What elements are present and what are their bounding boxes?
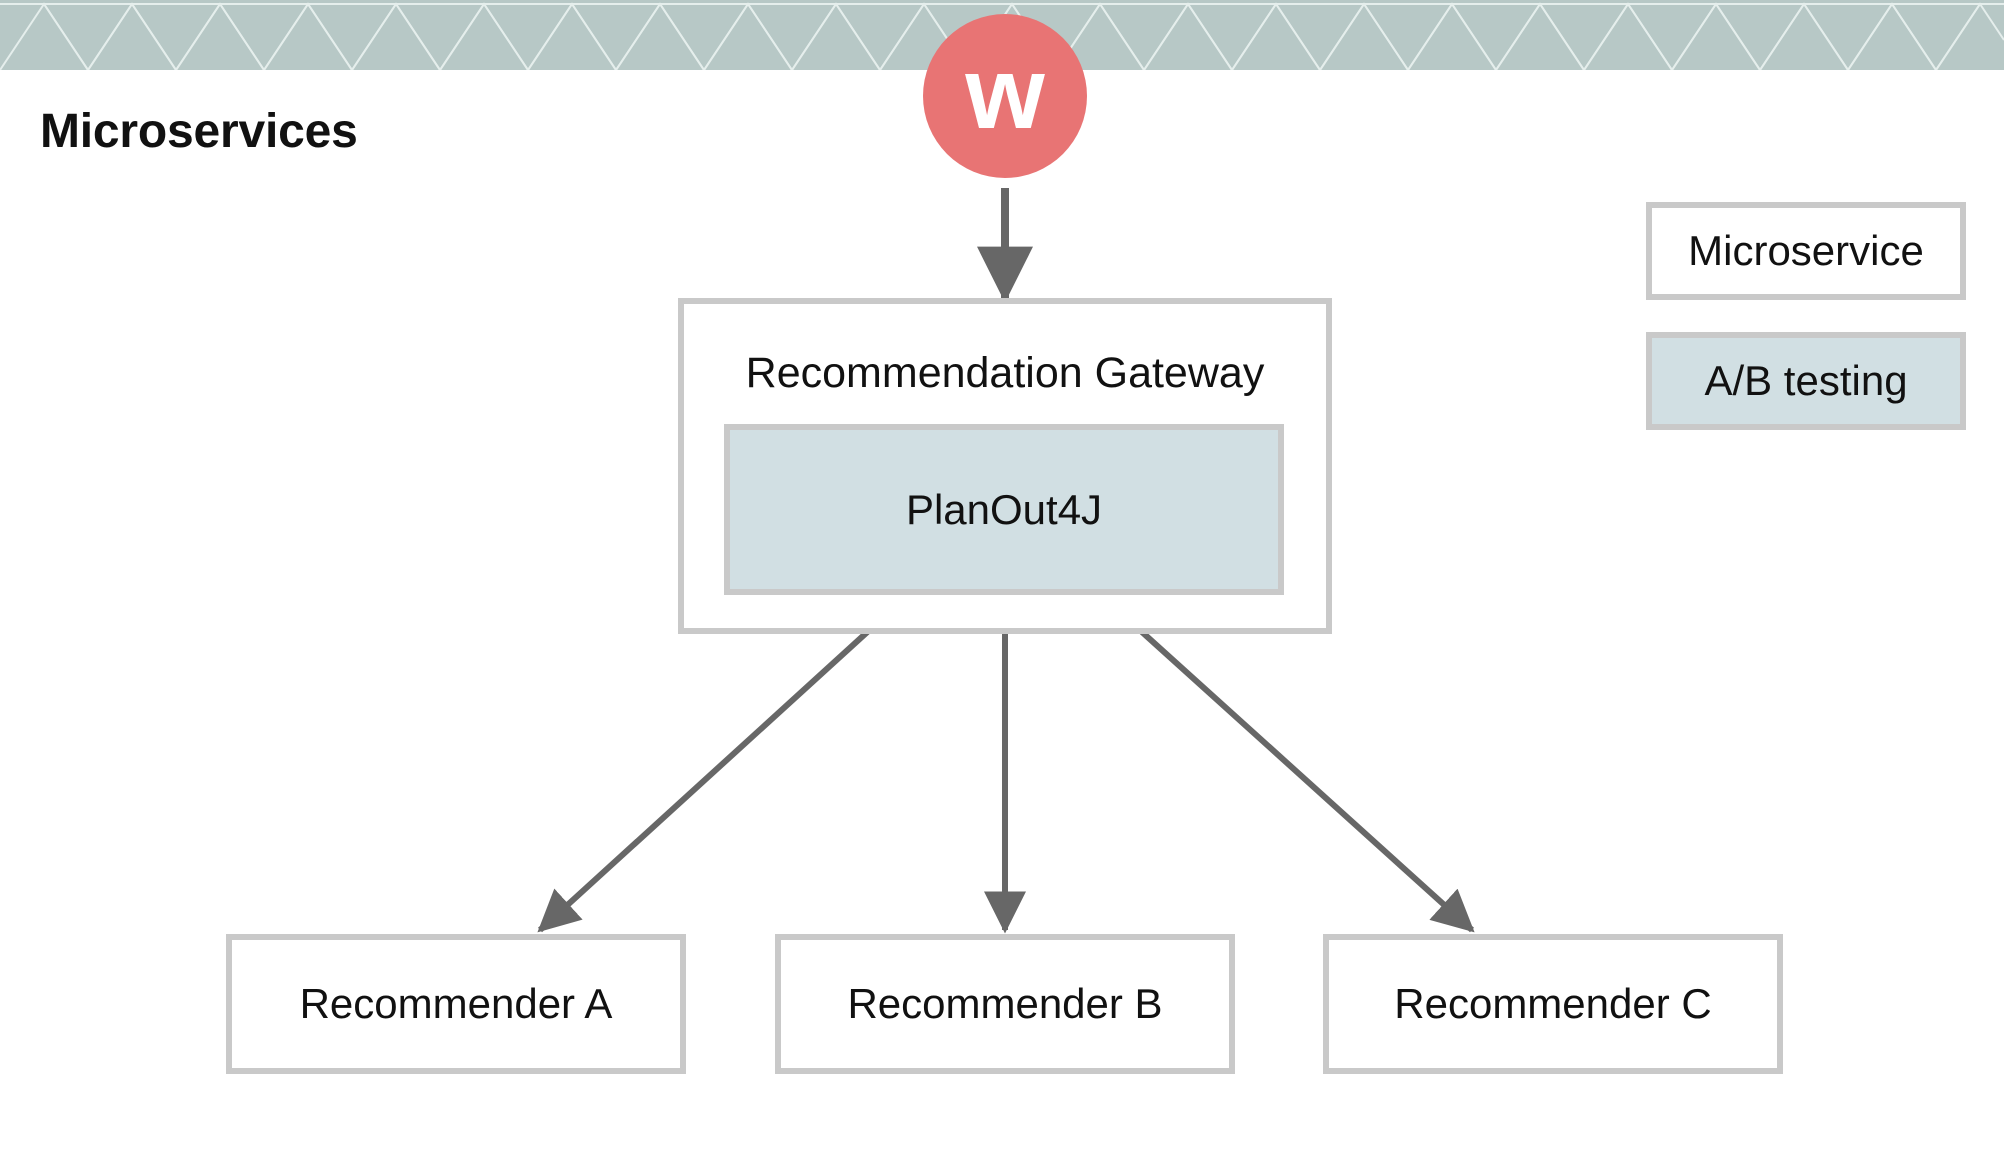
recommender-a-box: Recommender A xyxy=(226,934,686,1074)
legend-microservice-box: Microservice xyxy=(1646,202,1966,300)
legend-ab-testing-box: A/B testing xyxy=(1646,332,1966,430)
w-logo-icon: w xyxy=(923,14,1087,178)
arrow-to-recommender-c xyxy=(1098,592,1475,933)
legend-microservice-label: Microservice xyxy=(1688,227,1924,274)
arrow-to-recommender-a xyxy=(537,592,911,933)
logo-text: w xyxy=(965,36,1045,150)
recommender-b-box: Recommender B xyxy=(775,934,1235,1074)
recommender-c-label: Recommender C xyxy=(1394,980,1712,1027)
recommendation-gateway-label: Recommendation Gateway xyxy=(745,349,1265,397)
recommender-b-label: Recommender B xyxy=(847,980,1163,1027)
recommender-a-label: Recommender A xyxy=(299,980,613,1027)
legend-ab-testing-label: A/B testing xyxy=(1704,357,1908,404)
planout4j-label: PlanOut4J xyxy=(905,485,1103,533)
recommender-c-box: Recommender C xyxy=(1323,934,1783,1074)
planout4j-box: PlanOut4J xyxy=(724,424,1284,595)
page-title: Microservices xyxy=(40,105,358,158)
